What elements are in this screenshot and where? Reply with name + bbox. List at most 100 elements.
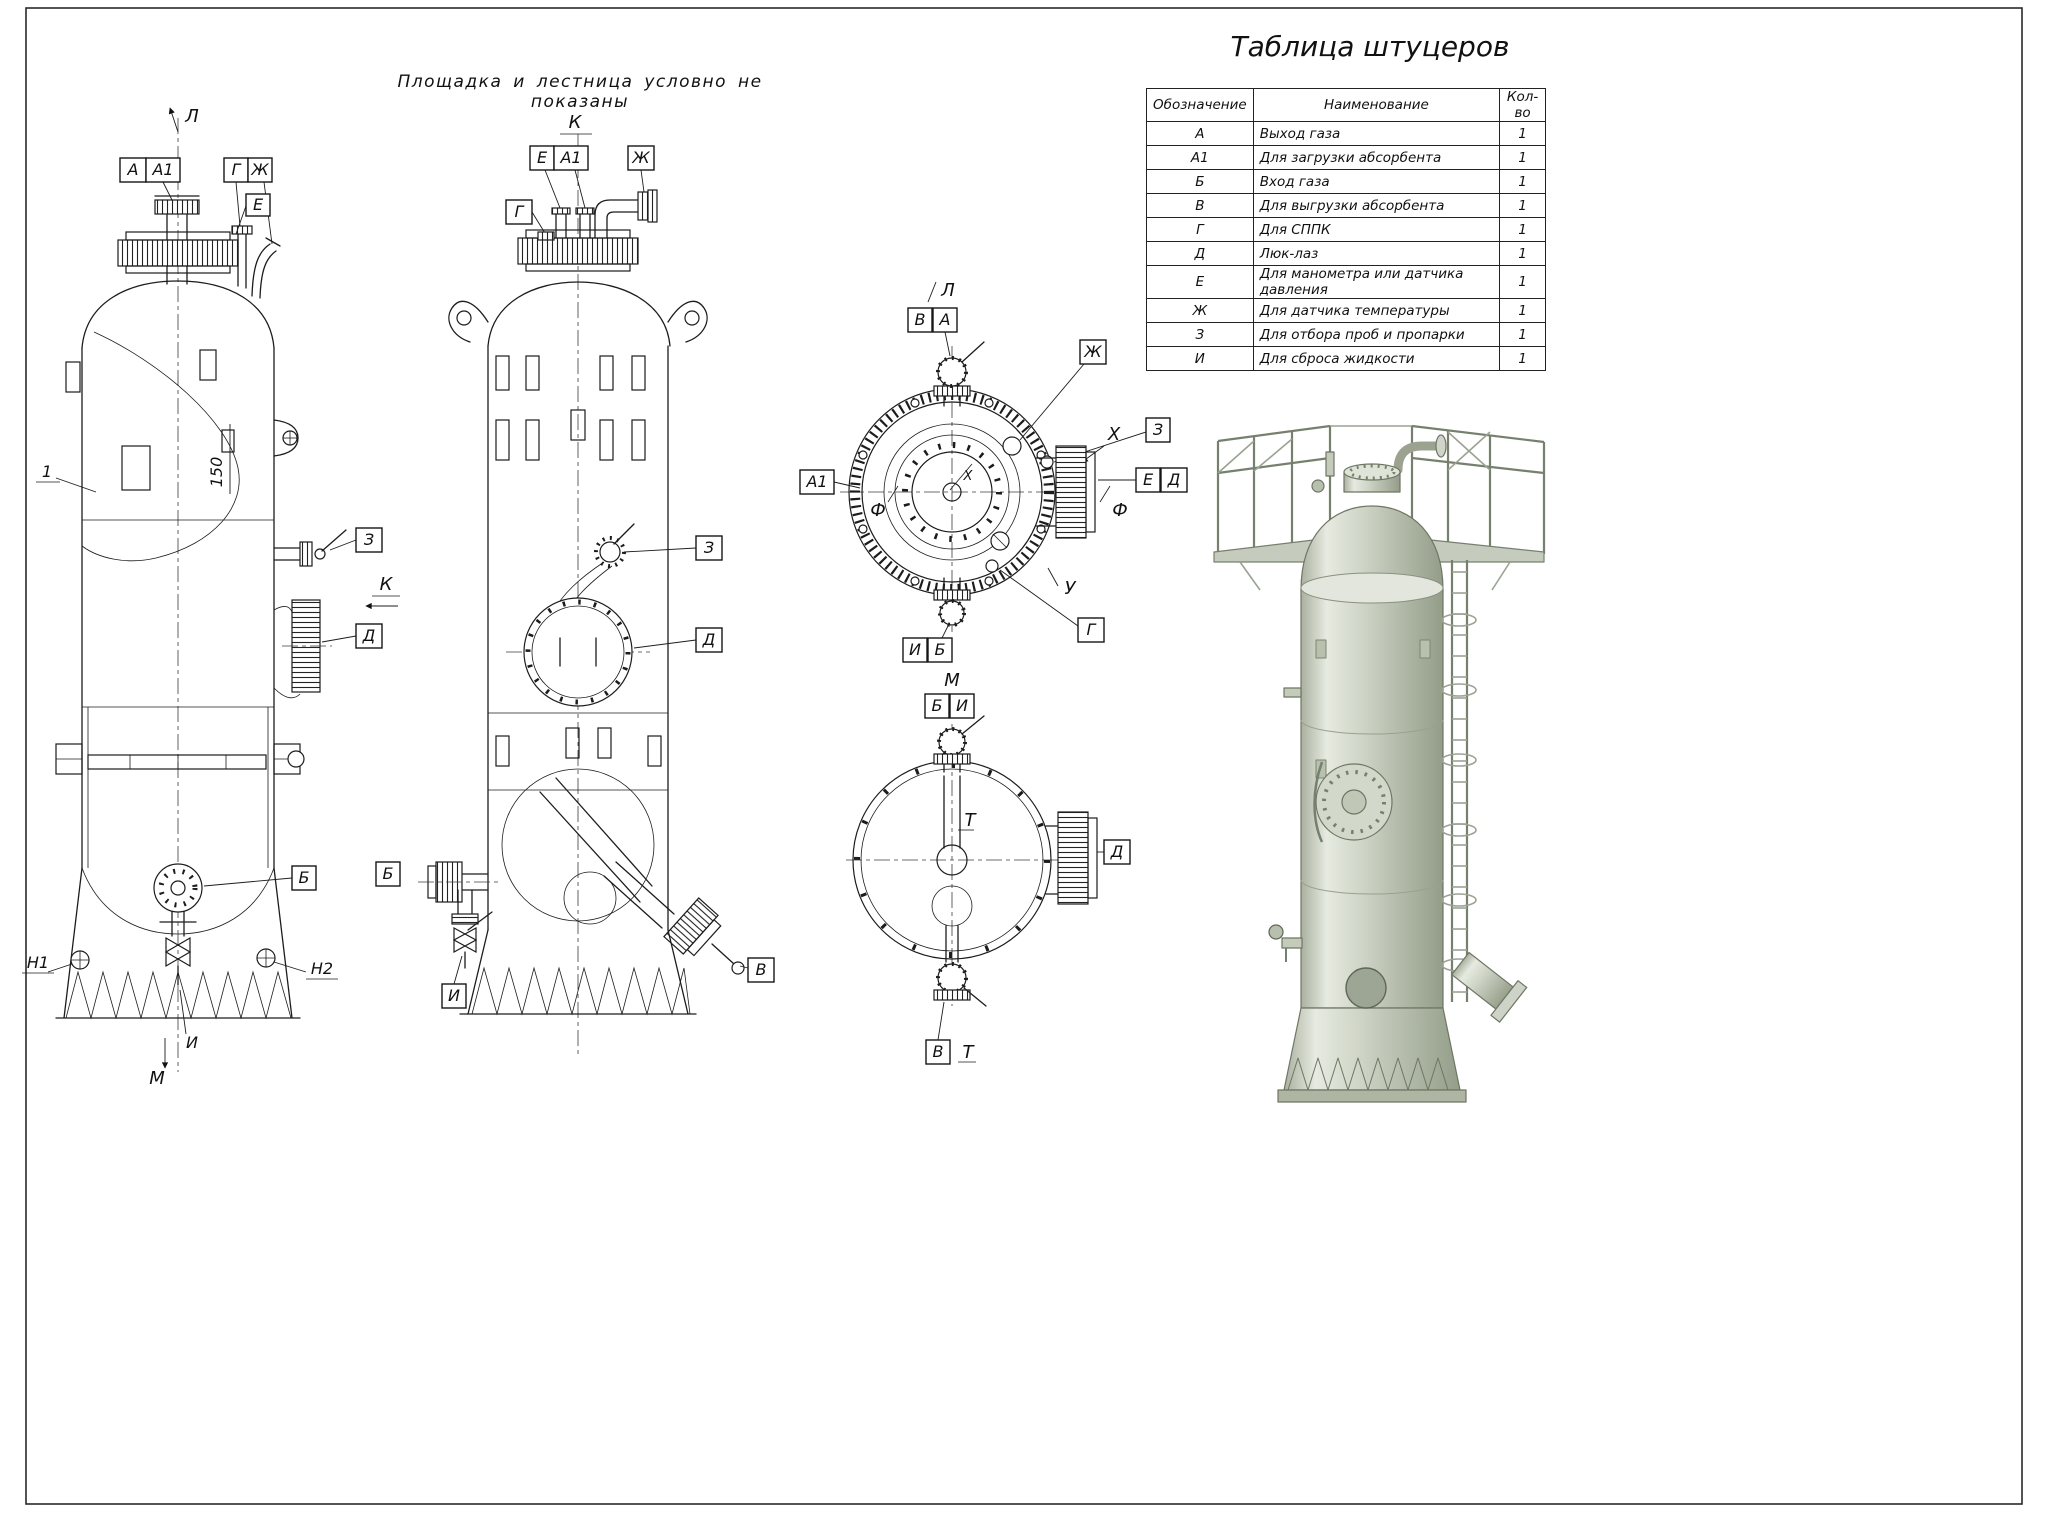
render-skirt [1277, 967, 1467, 1103]
front-lifting-lug [273, 419, 299, 457]
nozzle-name: Для сброса жидкости [1252, 346, 1501, 371]
table-header-row: Обозначение Наименование Кол-во [1146, 88, 1546, 122]
label-g: Г [515, 202, 525, 221]
label-box-i [902, 637, 928, 663]
label-zh: Ж [250, 160, 269, 179]
label-z: З [364, 530, 374, 549]
nozzle-designation: В [1146, 193, 1254, 218]
front-manhole-d: Д [273, 599, 383, 699]
label-box-g [1077, 617, 1105, 643]
nozzle-qty: 1 [1499, 241, 1546, 266]
label-i: И [186, 1033, 198, 1052]
front-view-k-arrow: К [365, 574, 400, 610]
l-nozzle-a1: А1 [799, 469, 861, 495]
label-b: Б [935, 640, 946, 659]
drawing-frame [25, 7, 2023, 1505]
label-box-a1 [553, 145, 589, 171]
nozzle-name: Для манометра или датчика давления [1252, 265, 1501, 299]
render-top-flange [1311, 434, 1447, 493]
nozzle-designation: Г [1146, 217, 1254, 242]
front-view: Л А А1 Г [22, 106, 400, 1089]
side-view-k: К Е А1 Ж Г [375, 112, 775, 1058]
label-b: Б [299, 868, 310, 887]
view-title-m: М [944, 670, 960, 691]
label-d: Д [1167, 470, 1181, 489]
k-shell [448, 281, 708, 931]
label-a1: А1 [805, 472, 827, 491]
nozzle-name: Для загрузки абсорбента [1252, 145, 1501, 170]
l-nozzle-zh: Ж [1002, 339, 1107, 456]
label-e: Е [253, 195, 264, 214]
label-box-zh [1079, 339, 1107, 365]
nozzle-qty: 1 [1499, 298, 1546, 323]
l-nozzle-g: Г [985, 559, 1105, 643]
label-d: Д [702, 630, 716, 649]
label-v: В [933, 1042, 944, 1061]
label-box-a1 [145, 157, 181, 183]
label-g: Г [232, 160, 242, 179]
nozzle-qty: 1 [1499, 145, 1546, 170]
label-t-lower: Т [963, 1042, 976, 1063]
label-box-d [1160, 467, 1188, 493]
label-box-z [355, 527, 383, 553]
nozzle-name: Вход газа [1252, 169, 1501, 194]
label-x-center: Х [963, 469, 974, 484]
nozzle-table-title: Таблица штуцеров [1230, 30, 1510, 63]
render-manhole [1313, 761, 1393, 843]
l-plane-f: Ф Ф [870, 485, 1128, 521]
k-nozzle-i: И [441, 889, 493, 1009]
m-nozzle-top: Б И [924, 693, 985, 773]
label-box-e [245, 193, 271, 217]
m-manhole-d: Д [1045, 811, 1131, 905]
label-a: А [127, 160, 139, 179]
skirt-access-opening [1345, 967, 1387, 1009]
nozzle-designation: Е [1146, 265, 1254, 299]
render-ladder [1441, 560, 1477, 1002]
l-nozzle-top: В А [907, 307, 985, 407]
label-i: И [448, 986, 460, 1005]
label-i: И [909, 640, 921, 659]
nozzle-qty: 1 [1499, 346, 1546, 371]
label-z: З [704, 538, 714, 557]
k-nozzle-v: В [603, 861, 775, 983]
label-box-e [1135, 467, 1161, 493]
note-platform-ladder: Площадка и лестница условно не показаны [397, 72, 763, 112]
label-box-z [1145, 417, 1171, 443]
col-designation: Обозначение [1146, 88, 1254, 122]
k-skirt [459, 929, 697, 1016]
nozzle-designation: А [1146, 121, 1254, 146]
label-zh: Ж [631, 148, 650, 167]
label-v: В [756, 960, 767, 979]
k-bottom-head [501, 768, 655, 925]
label-e: Е [1143, 470, 1154, 489]
item-number: 1 [42, 462, 52, 481]
nozzle-qty: 1 [1499, 169, 1546, 194]
col-name: Наименование [1252, 88, 1501, 122]
label-a: А [939, 310, 951, 329]
bottom-view-m: М Б И [846, 670, 1131, 1065]
top-view-l: Л [799, 280, 1188, 663]
dimension-150: 150 [207, 457, 226, 488]
label-box-a [119, 157, 147, 183]
nozzle-designation: Ж [1146, 298, 1254, 323]
nozzle-name: Для СППК [1252, 217, 1501, 242]
label-n1: Н1 [27, 953, 49, 972]
nozzle-designation: А1 [1146, 145, 1254, 170]
label-box-b [291, 865, 317, 891]
label-n2: Н2 [311, 959, 333, 978]
k-top-nozzles [517, 189, 658, 272]
front-support-brackets [55, 743, 305, 775]
label-box-e [529, 145, 555, 171]
nozzle-designation: И [1146, 346, 1254, 371]
label-e: Е [537, 148, 548, 167]
